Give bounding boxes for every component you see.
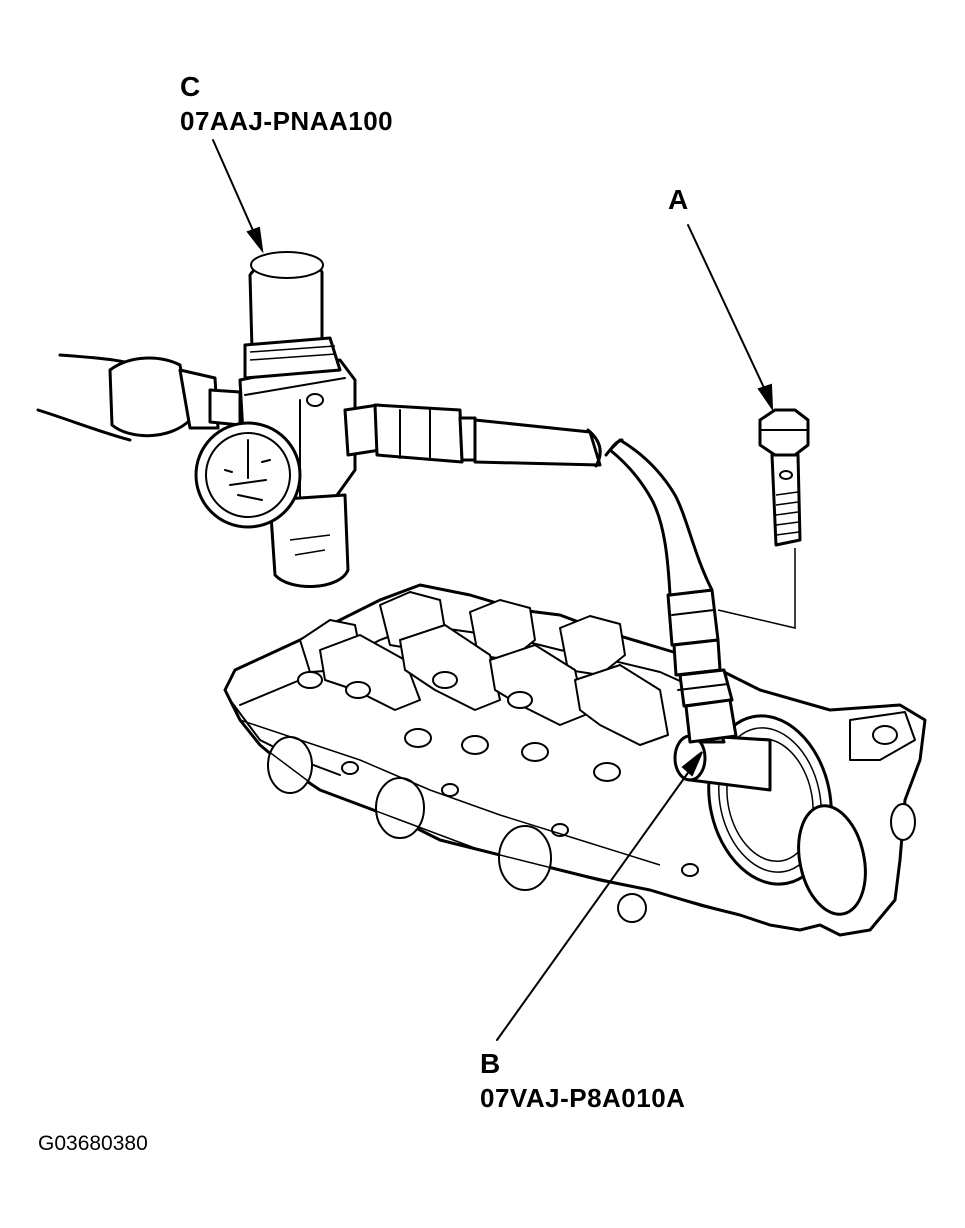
hose-fitting-assembly: [604, 438, 738, 744]
label-a-letter: A: [668, 184, 689, 215]
label-c-letter: C: [180, 71, 201, 102]
leader-arrows: [212, 139, 774, 1041]
label-b-letter: B: [480, 1048, 501, 1079]
label-b-part-number: 07VAJ-P8A010A: [480, 1083, 686, 1113]
pressure-gauge-c: [36, 251, 602, 588]
cylinder-head: [223, 583, 927, 937]
figure-code: G03680380: [38, 1132, 148, 1155]
label-c-part-number: 07AAJ-PNAA100: [180, 106, 394, 136]
banjo-bolt-a: [717, 408, 810, 629]
cam-pulley: [707, 711, 916, 916]
